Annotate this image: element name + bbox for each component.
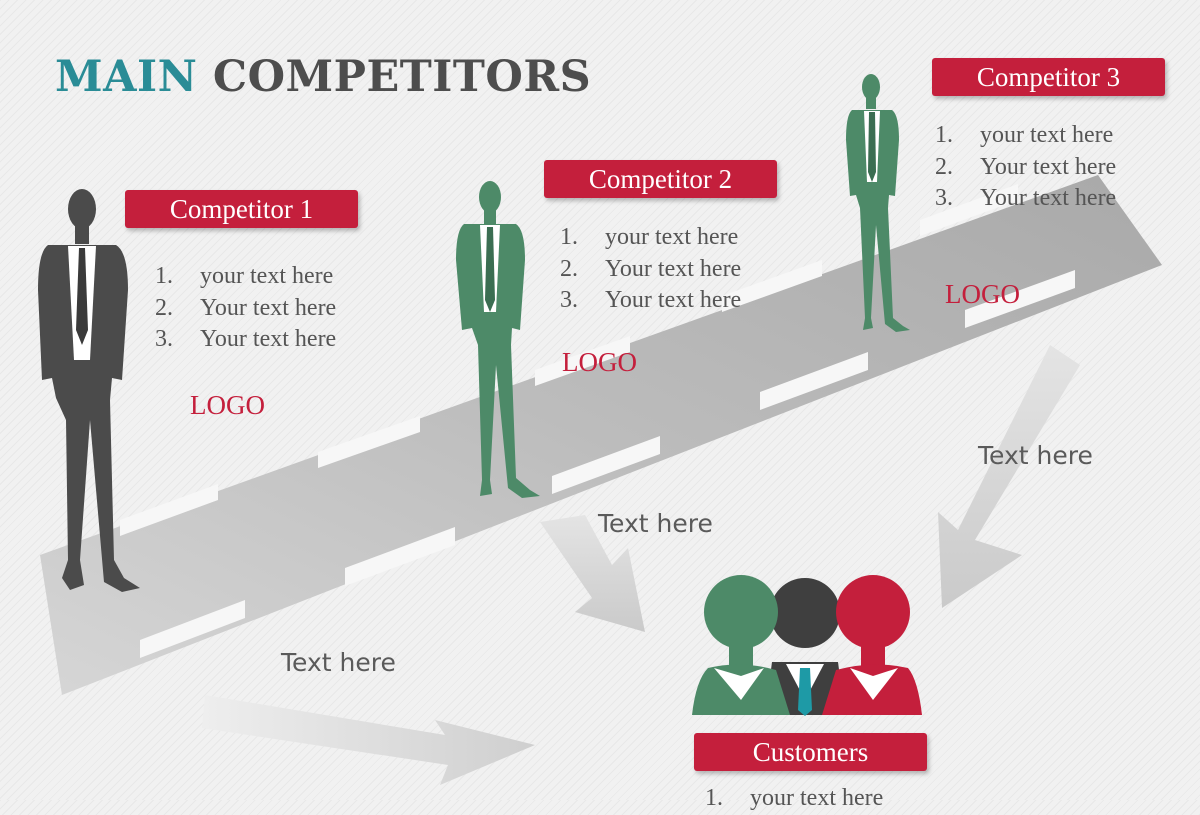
list-item: 1.your text here (155, 263, 334, 289)
customers-list: 1.your text here (705, 783, 883, 815)
list-item: 2.Your text here (155, 294, 337, 321)
arrow-note-3: Text here (978, 441, 1093, 470)
competitor-1-logo: LOGO (190, 390, 265, 420)
businessman-silhouette-icon (456, 181, 540, 498)
competitor-3-badge: Competitor 3 (932, 58, 1165, 96)
competitor-1-badge: Competitor 1 (125, 190, 358, 228)
list-item: 3.Your text here (560, 287, 742, 313)
page-title: MAIN COMPETITORS (55, 52, 591, 102)
competitor-2-list: 1.your text here 2.Your text here 3.Your… (560, 222, 741, 317)
businessman-silhouette-icon (38, 189, 140, 592)
road-surface (40, 175, 1162, 695)
road (40, 175, 1162, 695)
competitor-2-badge: Competitor 2 (544, 160, 777, 198)
competitor-1-list: 1.your text here 2.Your text here 3.Your… (155, 261, 336, 356)
list-item: 2.Your text here (935, 153, 1117, 180)
customers-group-icon (692, 575, 922, 716)
competitor-3-list: 1.your text here 2.Your text here 3.Your… (935, 120, 1116, 215)
list-item: 2.Your text here (560, 255, 742, 282)
arrow-icon (202, 345, 1080, 785)
title-main: MAIN (55, 52, 198, 102)
arrow-note-2: Text here (598, 509, 713, 538)
list-item: 3.Your text here (155, 326, 337, 352)
list-item: 1.your text here (560, 224, 739, 250)
competitor-2-logo: LOGO (562, 347, 637, 377)
businessman-silhouette-icon (846, 74, 910, 332)
list-item: 3.Your text here (935, 185, 1117, 211)
competitor-3-logo: LOGO (945, 279, 1020, 309)
title-competitors: COMPETITORS (212, 52, 592, 102)
list-item: 1.your text here (935, 122, 1114, 148)
road-markings (120, 184, 1075, 658)
customers-badge: Customers (694, 733, 927, 771)
arrow-note-1: Text here (281, 648, 396, 677)
list-item: 1.your text here (705, 785, 884, 811)
